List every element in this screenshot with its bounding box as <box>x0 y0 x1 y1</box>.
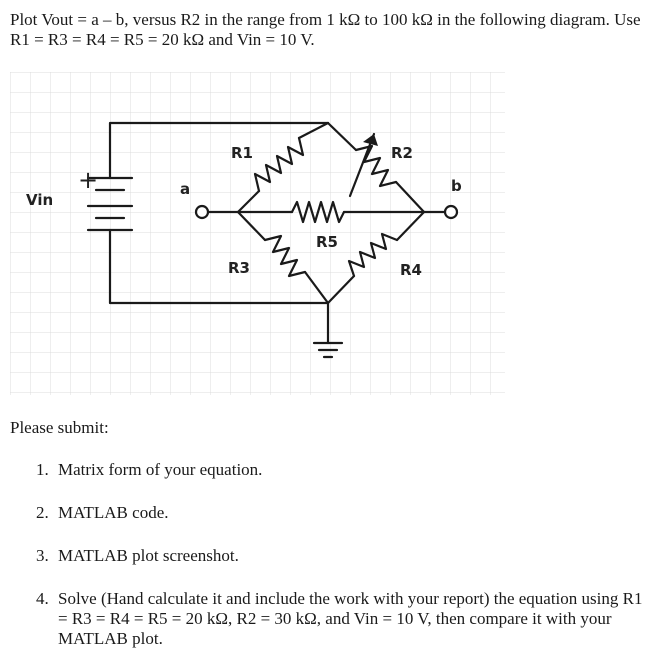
label-r4: R4 <box>400 261 422 279</box>
top-wire <box>108 121 330 180</box>
task-item: 1. Matrix form of your equation. <box>36 460 656 480</box>
terminal-a <box>194 204 210 220</box>
terminal-b <box>443 204 459 220</box>
task-item: 2. MATLAB code. <box>36 503 656 523</box>
label-node-a: a <box>180 180 190 198</box>
task-text: MATLAB code. <box>58 503 169 522</box>
label-vin: Vin <box>26 191 53 209</box>
label-plus: + <box>78 166 98 194</box>
resistor-r1 <box>236 121 330 214</box>
label-node-b: b <box>451 177 462 195</box>
problem-statement: Plot Vout = a – b, versus R2 in the rang… <box>10 10 641 49</box>
task-list: 1. Matrix form of your equation. 2. MATL… <box>36 460 656 672</box>
resistor-r3 <box>236 210 330 305</box>
task-number: 3. <box>36 546 49 565</box>
label-r5: R5 <box>316 233 338 251</box>
label-r2: R2 <box>391 144 413 162</box>
task-item: 4. Solve (Hand calculate it and include … <box>36 589 656 649</box>
submit-heading: Please submit: <box>10 418 109 437</box>
variable-arrow <box>348 132 376 198</box>
bottom-wire <box>108 228 330 305</box>
label-r1: R1 <box>231 144 253 162</box>
task-item: 3. MATLAB plot screenshot. <box>36 546 656 566</box>
task-number: 4. <box>36 589 49 608</box>
label-r3: R3 <box>228 259 250 277</box>
circuit-diagram: Vin + a b R1 R2 R3 R4 R5 <box>10 72 505 395</box>
variable-arrow-head <box>363 134 378 146</box>
task-text: Solve (Hand calculate it and include the… <box>58 589 643 648</box>
task-number: 2. <box>36 503 49 522</box>
resistor-r5 <box>236 200 426 224</box>
resistor-r4 <box>326 210 426 305</box>
battery-symbol <box>86 176 134 232</box>
resistor-r2 <box>326 121 426 214</box>
task-number: 1. <box>36 460 49 479</box>
task-text: MATLAB plot screenshot. <box>58 546 239 565</box>
ground-symbol <box>312 301 344 359</box>
task-text: Matrix form of your equation. <box>58 460 263 479</box>
